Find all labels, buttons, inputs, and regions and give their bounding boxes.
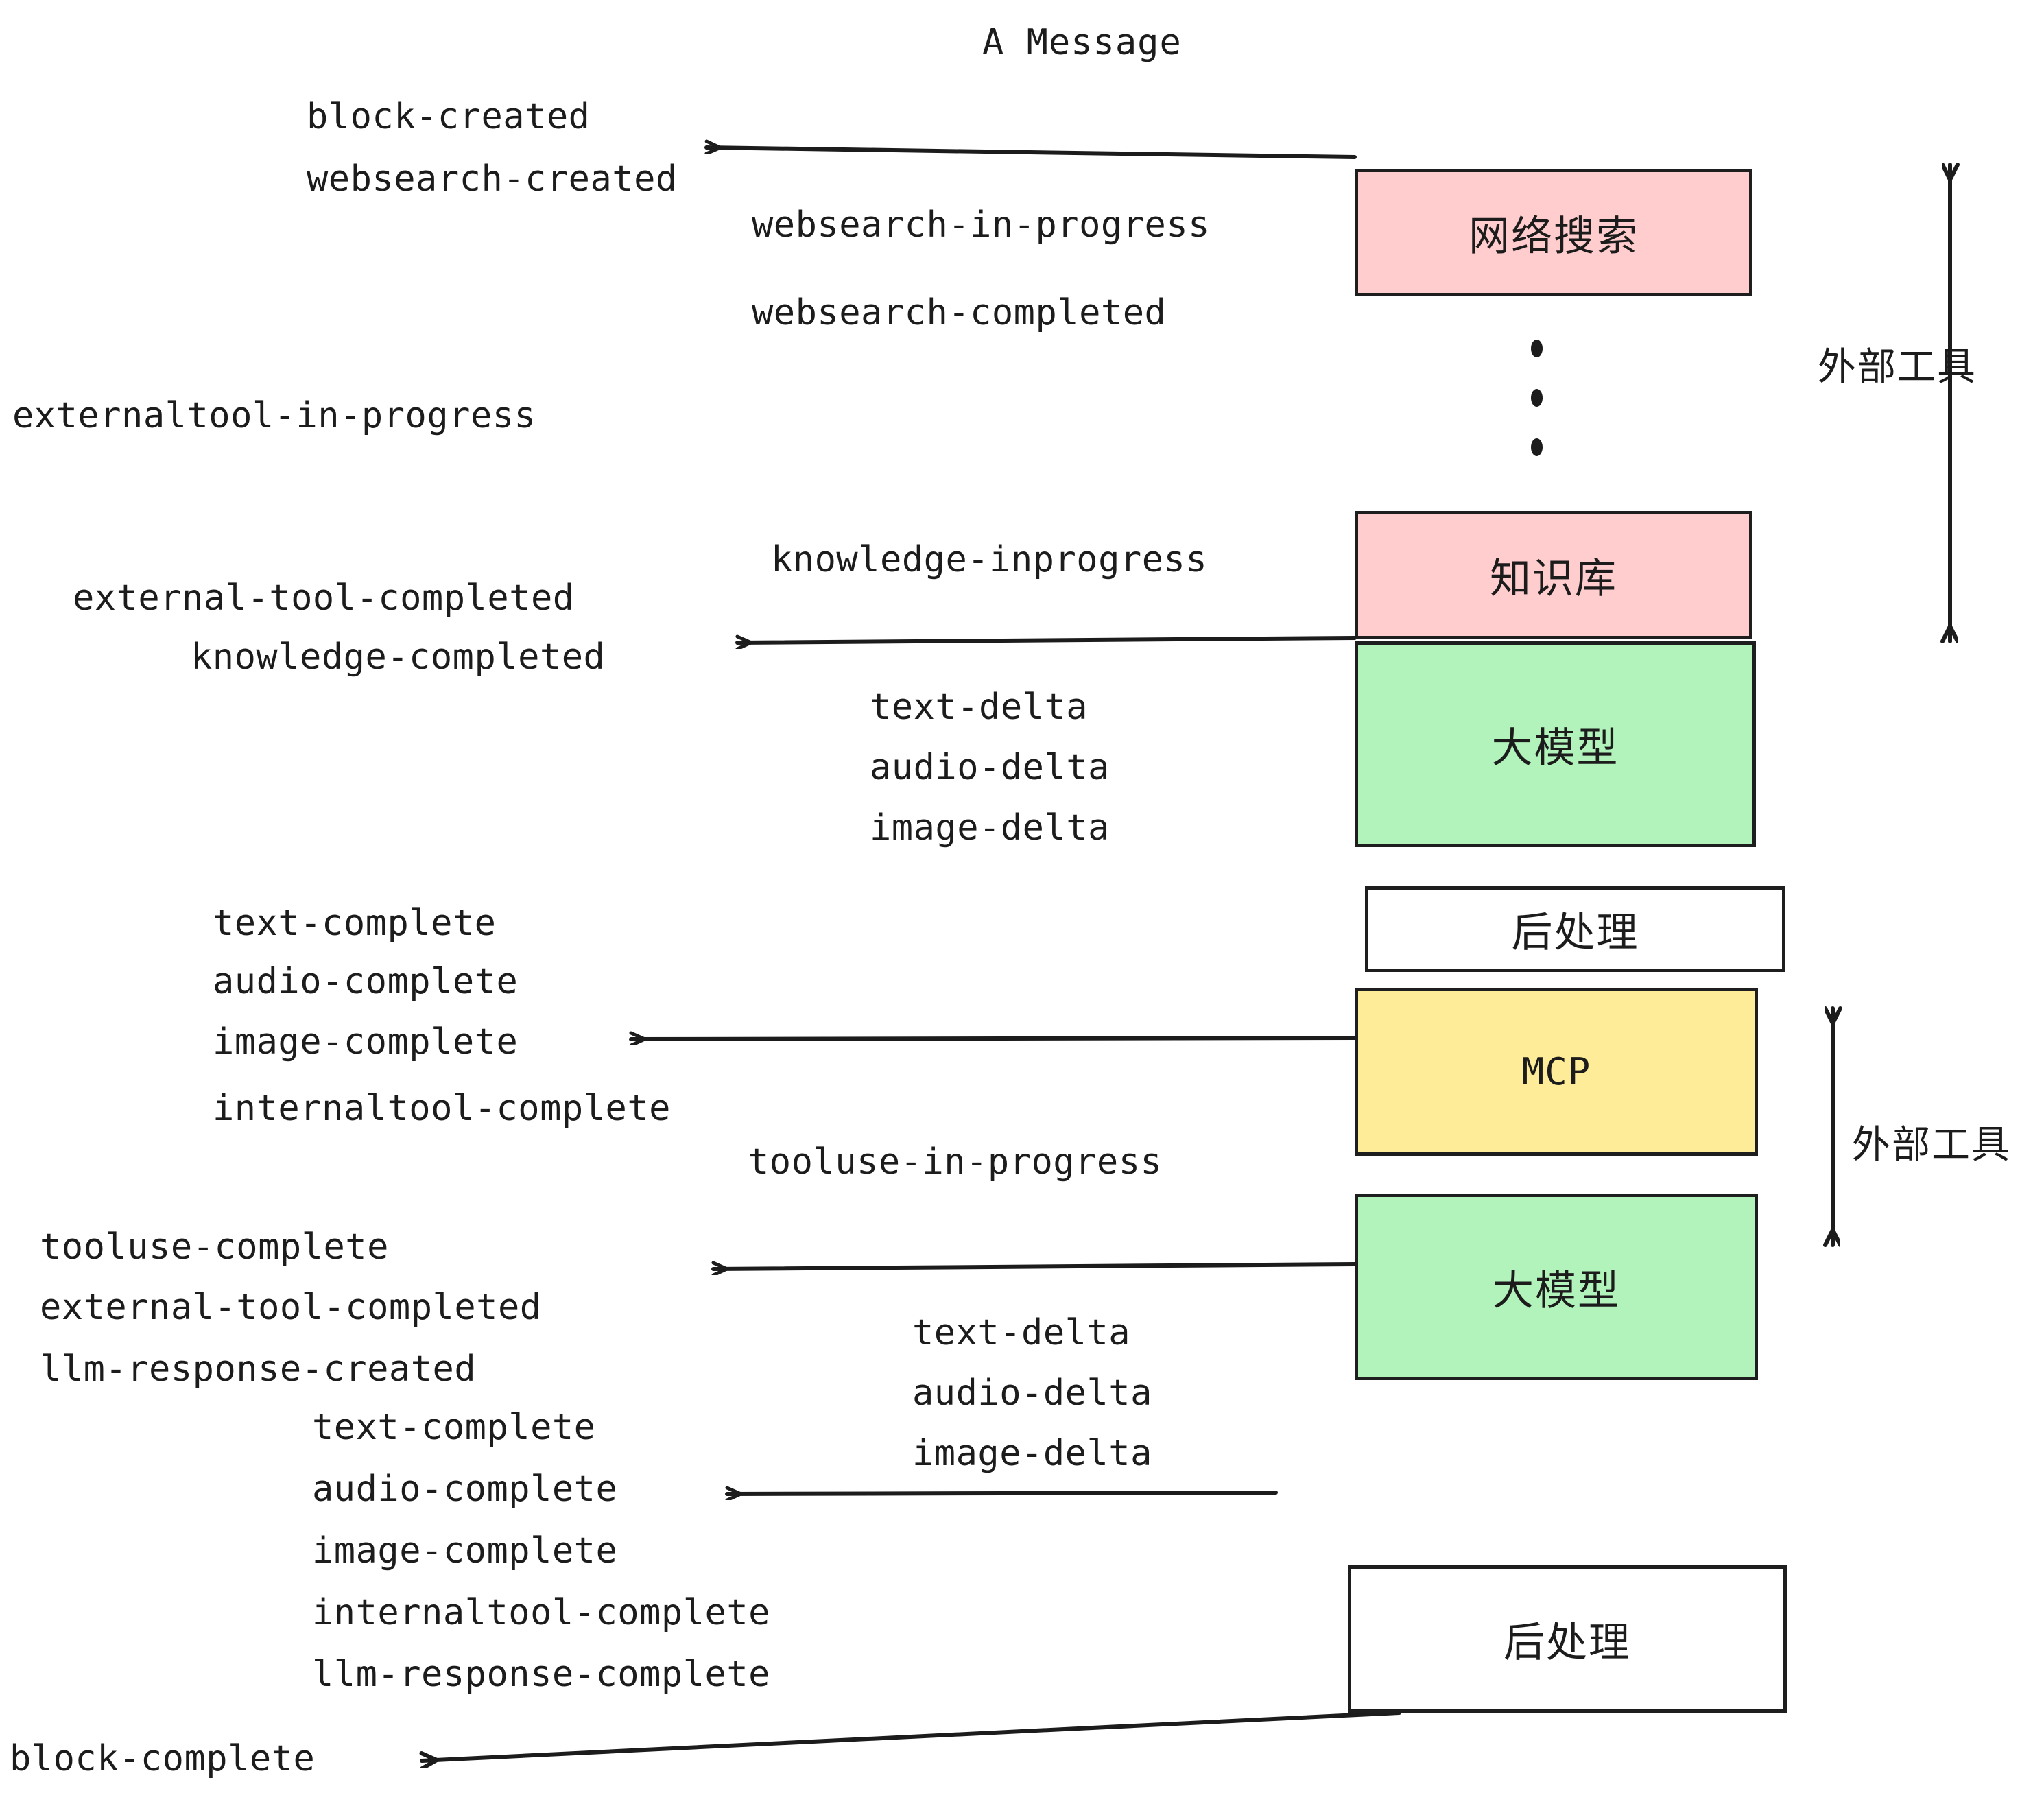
event-audio-delta-2: audio-delta <box>912 1373 1152 1414</box>
group-label-external-tools-top: 外部工具 <box>1818 345 1977 390</box>
event-external-tool-completed-1: external-tool-completed <box>73 578 575 619</box>
node-llm-bottom-label: 大模型 <box>1493 1266 1620 1315</box>
arrow-post-bottom-to-block-complete <box>422 1711 1401 1761</box>
event-audio-delta-1: audio-delta <box>870 747 1110 788</box>
event-websearch-in-progress: websearch-in-progress <box>752 204 1210 246</box>
event-websearch-completed: websearch-completed <box>752 292 1167 333</box>
node-post-top-label: 后处理 <box>1511 909 1639 957</box>
event-internaltool-complete-1: internaltool-complete <box>213 1088 671 1129</box>
node-llm-top-label: 大模型 <box>1491 724 1619 772</box>
event-block-created: block-created <box>307 96 591 137</box>
ellipsis-dot <box>1530 340 1543 357</box>
node-websearch-label: 网络搜索 <box>1469 212 1639 261</box>
event-image-complete-1: image-complete <box>213 1021 519 1063</box>
event-image-delta-2: image-delta <box>912 1433 1152 1474</box>
event-websearch-created: websearch-created <box>307 158 678 200</box>
node-post-bottom[interactable]: 后处理 <box>1348 1565 1787 1713</box>
event-audio-complete-1: audio-complete <box>213 961 519 1002</box>
event-image-delta-1: image-delta <box>870 807 1110 848</box>
event-text-delta-1: text-delta <box>870 687 1089 728</box>
arrow-post-top-to-image-complete <box>629 1038 1357 1039</box>
node-mcp[interactable]: MCP <box>1355 988 1758 1156</box>
event-externaltool-in-progress: externaltool-in-progress <box>12 395 536 436</box>
event-image-complete-2: image-complete <box>312 1530 618 1571</box>
event-external-tool-completed-2: external-tool-completed <box>40 1287 542 1328</box>
arrow-llm-bottom-to-audio-complete <box>725 1493 1278 1494</box>
event-internaltool-complete-2: internaltool-complete <box>312 1592 770 1633</box>
event-tooluse-in-progress: tooluse-in-progress <box>748 1141 1163 1183</box>
event-text-complete-2: text-complete <box>312 1407 596 1448</box>
node-websearch[interactable]: 网络搜索 <box>1355 169 1752 296</box>
arrow-websearch-to-block-created <box>704 147 1357 159</box>
node-llm-bottom[interactable]: 大模型 <box>1355 1194 1758 1380</box>
node-llm-top[interactable]: 大模型 <box>1355 641 1756 847</box>
event-block-complete: block-complete <box>10 1738 316 1779</box>
event-audio-complete-2: audio-complete <box>312 1469 618 1510</box>
event-llm-response-created: llm-response-created <box>40 1349 477 1390</box>
group-label-external-tools-bottom: 外部工具 <box>1852 1123 2011 1167</box>
vertical-ellipsis <box>1530 340 1543 456</box>
arrow-mcp-to-tooluse-complete <box>711 1264 1357 1269</box>
node-mcp-label: MCP <box>1521 1050 1591 1093</box>
node-post-bottom-label: 后处理 <box>1504 1619 1631 1667</box>
ellipsis-dot <box>1530 389 1543 407</box>
node-knowledge[interactable]: 知识库 <box>1355 511 1752 639</box>
event-knowledge-completed: knowledge-completed <box>191 637 606 678</box>
event-knowledge-inprogress: knowledge-inprogress <box>771 539 1208 580</box>
diagram-title: A Message <box>982 22 1182 63</box>
node-post-top[interactable]: 后处理 <box>1365 886 1785 972</box>
event-llm-response-complete: llm-response-complete <box>312 1654 770 1695</box>
arrow-knowledge-to-knowledge-completed <box>735 638 1357 643</box>
node-knowledge-label: 知识库 <box>1490 555 1617 603</box>
event-text-complete-1: text-complete <box>213 903 497 944</box>
ellipsis-dot <box>1530 438 1543 456</box>
event-tooluse-complete: tooluse-complete <box>40 1226 389 1268</box>
event-text-delta-2: text-delta <box>912 1312 1131 1353</box>
